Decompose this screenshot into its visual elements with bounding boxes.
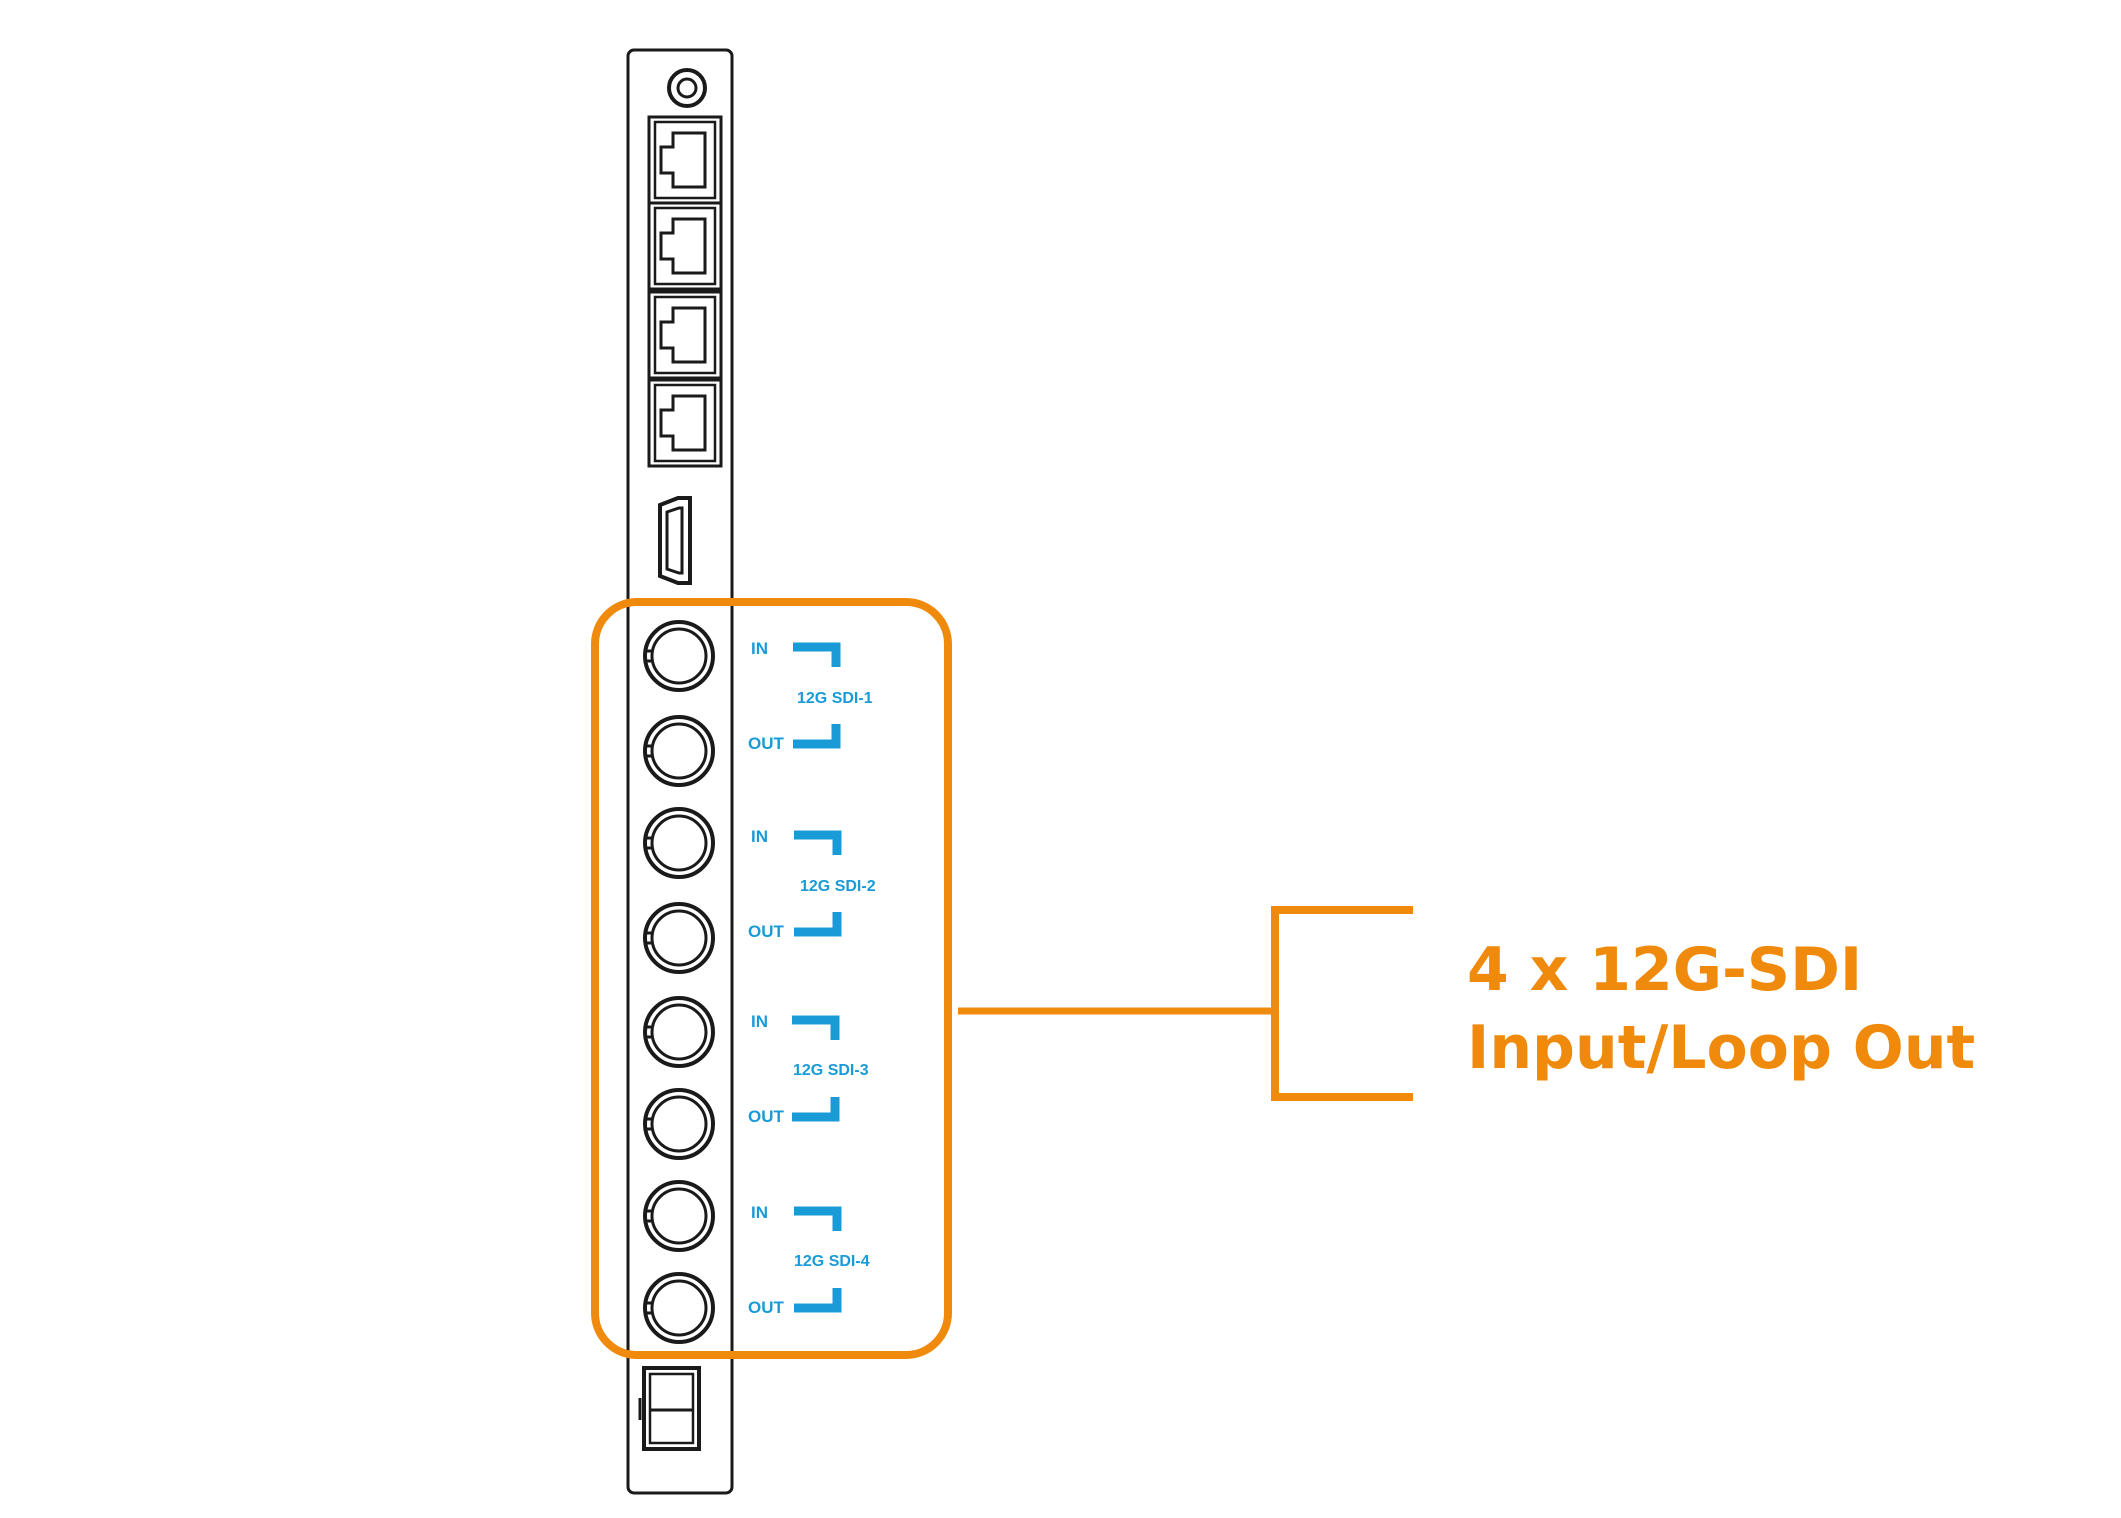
sdi-3-out-bracket-icon <box>792 1097 840 1122</box>
bnc-connector-2-icon <box>643 715 715 787</box>
sdi-2-in-label: IN <box>751 827 768 846</box>
bnc-connector-8-icon <box>643 1272 715 1344</box>
rj45-port-4-icon <box>647 378 723 468</box>
bottom-latch-icon <box>638 1366 701 1451</box>
sdi-4-in-label: IN <box>751 1203 768 1222</box>
panel-screw-icon <box>667 68 707 108</box>
callout-line-1: 4 x 12G-SDI <box>1467 935 1862 1005</box>
hdmi-port-icon <box>658 496 692 585</box>
sdi-2-name-label: 12G SDI-2 <box>800 878 876 895</box>
sdi-3-out-label: OUT <box>748 1107 785 1126</box>
sdi-4-name-label: 12G SDI-4 <box>794 1253 870 1270</box>
sdi-1-in-bracket-icon <box>793 642 841 667</box>
sdi-1-name-label: 12G SDI-1 <box>797 690 873 707</box>
sdi-4-out-bracket-icon <box>794 1288 842 1313</box>
sdi-3-in-bracket-icon <box>792 1015 840 1040</box>
sdi-port-group-4: IN 12G SDI-4 OUT <box>748 1203 870 1317</box>
sdi-4-out-label: OUT <box>748 1298 785 1317</box>
sdi-4-in-bracket-icon <box>794 1206 842 1231</box>
bnc-connector-4-icon <box>643 902 715 974</box>
sdi-3-in-label: IN <box>751 1012 768 1031</box>
sdi-port-group-1: IN 12G SDI-1 OUT <box>748 639 873 753</box>
sdi-highlight-frame <box>591 598 952 1359</box>
bnc-connector-1-icon <box>643 620 715 692</box>
bnc-connector-3-icon <box>643 807 715 879</box>
sdi-1-in-label: IN <box>751 639 768 658</box>
device-panel <box>626 48 734 1495</box>
sdi-2-in-bracket-icon <box>794 830 842 855</box>
bnc-connectors <box>643 620 715 1344</box>
sdi-port-group-2: IN 12G SDI-2 OUT <box>748 827 876 941</box>
rj45-port-3-icon <box>647 290 723 380</box>
bnc-connector-5-icon <box>643 996 715 1068</box>
sdi-port-group-3: IN 12G SDI-3 OUT <box>748 1012 869 1126</box>
sdi-1-out-bracket-icon <box>793 724 841 749</box>
bnc-connector-7-icon <box>643 1180 715 1252</box>
sdi-3-name-label: 12G SDI-3 <box>793 1062 869 1079</box>
sdi-2-out-bracket-icon <box>794 912 842 937</box>
bnc-connector-6-icon <box>643 1088 715 1160</box>
rj45-port-2-icon <box>647 201 723 291</box>
sdi-2-out-label: OUT <box>748 922 785 941</box>
callout-bracket <box>1271 906 1413 1101</box>
sdi-1-out-label: OUT <box>748 734 785 753</box>
callout-line-2: Input/Loop Out <box>1467 1013 1975 1083</box>
